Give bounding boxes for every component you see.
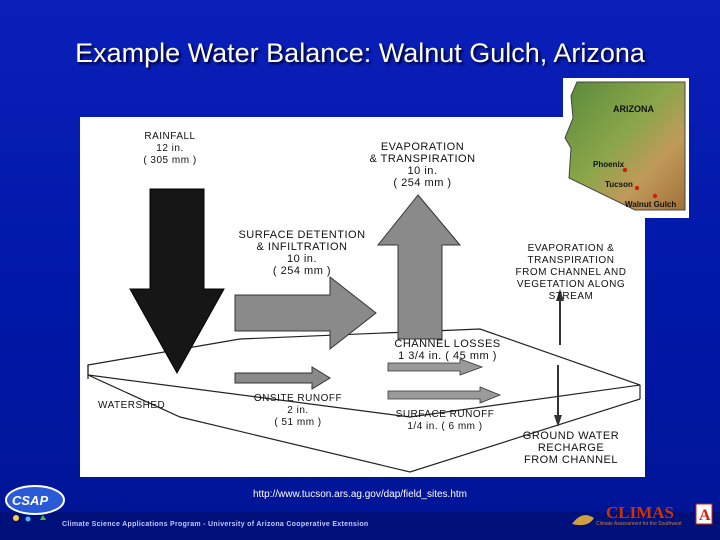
map-walnut-gulch-label: Walnut Gulch bbox=[625, 200, 677, 209]
groundwater-line3: FROM CHANNEL bbox=[523, 454, 618, 466]
arizona-map-graphic bbox=[564, 81, 686, 211]
onsite-runoff-label: ONSITE RUNOFF 2 in. ( 51 mm ) bbox=[248, 393, 348, 429]
detention-inches: 10 in. bbox=[287, 253, 317, 265]
csap-logo-icon bbox=[5, 485, 65, 522]
evap-line1: EVAPORATION bbox=[380, 141, 465, 153]
watershed-slab-bottom bbox=[87, 374, 641, 473]
surface-detention-label: SURFACE DETENTION & INFILTRATION 10 in. … bbox=[232, 229, 372, 277]
tucson-dot bbox=[634, 185, 640, 191]
channel-evap-line3: FROM CHANNEL AND bbox=[515, 267, 627, 278]
watershed-label: WATERSHED bbox=[98, 400, 166, 411]
surface-runoff-line1: SURFACE RUNOFF bbox=[395, 409, 495, 420]
map-state-label: ARIZONA bbox=[613, 104, 654, 114]
water-balance-diagram: RAINFALL 12 in. ( 305 mm ) EVAPORATION &… bbox=[80, 117, 645, 477]
diagram-graphics bbox=[87, 188, 641, 473]
evap-mm: ( 254 mm ) bbox=[393, 177, 452, 189]
surface-runoff-label: SURFACE RUNOFF 1/4 in. ( 6 mm ) bbox=[378, 409, 512, 433]
surface-runoff-line2: 1/4 in. ( 6 mm ) bbox=[407, 421, 483, 432]
rainfall-title: RAINFALL bbox=[144, 131, 196, 142]
channel-losses-label: CHANNEL LOSSES 1 3/4 in. ( 45 mm ) bbox=[380, 338, 515, 362]
climas-logo-icon: A bbox=[572, 503, 713, 526]
arizona-shape bbox=[564, 81, 686, 211]
evap-inches: 10 in. bbox=[407, 165, 438, 177]
groundwater-line1: GROUND WATER bbox=[522, 430, 620, 442]
onsite-runoff-mm: ( 51 mm ) bbox=[274, 417, 322, 428]
surface-runoff-arrow bbox=[387, 386, 502, 404]
phoenix-dot bbox=[622, 167, 628, 173]
climas-label: CLIMAS bbox=[606, 503, 675, 522]
channel-losses-line1: CHANNEL LOSSES bbox=[394, 338, 501, 350]
channel-losses-line2: 1 3/4 in. ( 45 mm ) bbox=[398, 350, 497, 362]
map-tucson-label: Tucson bbox=[605, 180, 633, 189]
evapotranspiration-arrow bbox=[376, 194, 462, 340]
groundwater-line2: RECHARGE bbox=[537, 442, 605, 454]
rainfall-inches: 12 in. bbox=[156, 143, 184, 154]
source-link[interactable]: http://www.tucson.ars.ag.gov/dap/field_s… bbox=[253, 489, 467, 500]
channel-evap-arrowhead bbox=[556, 289, 564, 301]
rainfall-label: RAINFALL 12 in. ( 305 mm ) bbox=[130, 131, 210, 167]
channel-evap-line1: EVAPORATION & bbox=[527, 243, 615, 254]
svg-text:A: A bbox=[699, 507, 711, 524]
onsite-runoff-line1: ONSITE RUNOFF bbox=[253, 393, 343, 404]
footer-bar bbox=[0, 512, 720, 540]
onsite-runoff-arrow bbox=[234, 366, 331, 390]
csap-label: CSAP bbox=[12, 493, 49, 508]
channel-evap-label: EVAPORATION & TRANSPIRATION FROM CHANNEL… bbox=[500, 243, 642, 303]
slide-title: Example Water Balance: Walnut Gulch, Ari… bbox=[75, 38, 645, 68]
channel-losses-arrow bbox=[387, 358, 484, 376]
detention-mm: ( 254 mm ) bbox=[272, 265, 332, 277]
map-phoenix-label: Phoenix bbox=[593, 160, 625, 169]
surface-detention-arrow bbox=[234, 275, 377, 351]
evap-line2: & TRANSPIRATION bbox=[369, 153, 476, 165]
rainfall-arrow bbox=[129, 188, 225, 375]
detention-line1: SURFACE DETENTION bbox=[238, 229, 366, 241]
walnut-gulch-dot bbox=[652, 193, 658, 199]
arizona-map: ARIZONA Phoenix Tucson Walnut Gulch bbox=[563, 78, 689, 218]
groundwater-recharge-label: GROUND WATER RECHARGE FROM CHANNEL bbox=[512, 430, 630, 466]
climas-subtitle: Climate Assessment for the Southwest bbox=[596, 521, 682, 527]
footer-program-text: Climate Science Applications Program - U… bbox=[62, 521, 369, 528]
channel-recharge-arrowhead bbox=[554, 415, 562, 427]
evapotranspiration-label: EVAPORATION & TRANSPIRATION 10 in. ( 254… bbox=[360, 141, 485, 189]
onsite-runoff-inches: 2 in. bbox=[287, 405, 309, 416]
channel-evap-line2: TRANSPIRATION bbox=[527, 255, 615, 266]
channel-evap-line4: VEGETATION ALONG STREAM bbox=[516, 279, 626, 302]
detention-line2: & INFILTRATION bbox=[256, 241, 348, 253]
rainfall-mm: ( 305 mm ) bbox=[143, 155, 197, 166]
